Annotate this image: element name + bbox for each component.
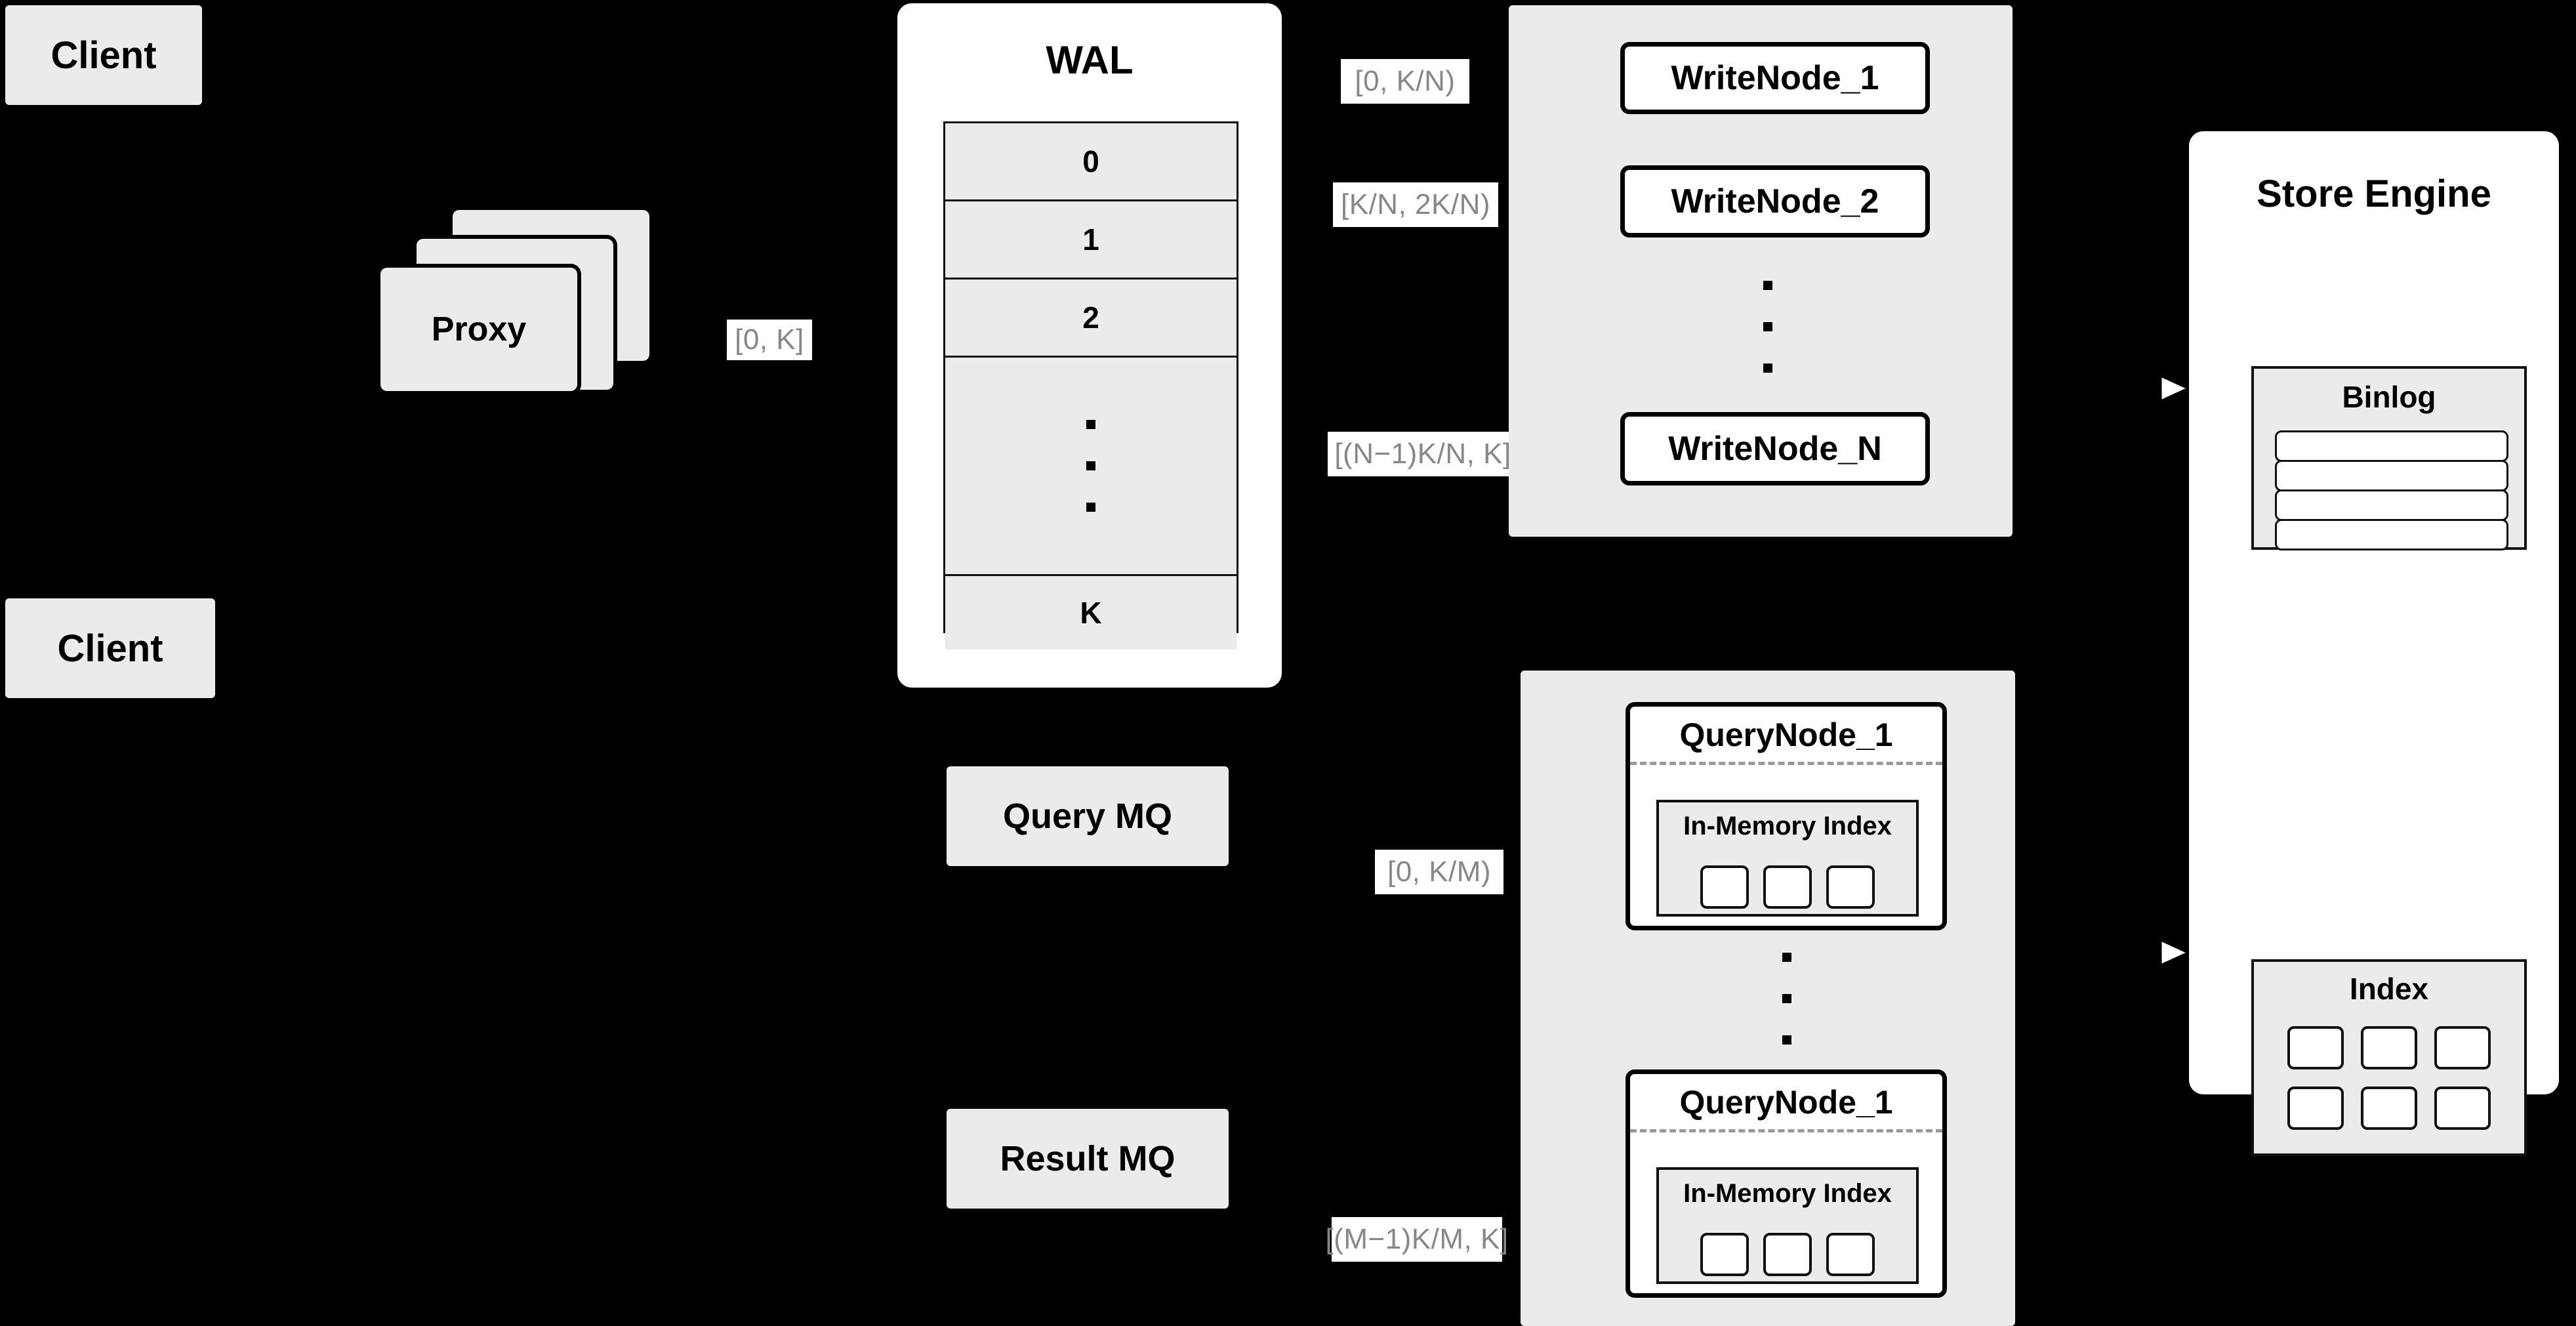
query-node-1-index-cell-2[interactable]: [1763, 865, 1812, 909]
write-node-2-label: WriteNode_2: [1671, 182, 1879, 220]
write-node-panel: WriteNode_1 WriteNode_2 WriteNode_N: [1509, 5, 2013, 537]
query-mq-label: Query MQ: [1002, 797, 1173, 836]
label-proxy-to-wal-text: [0, K]: [735, 323, 804, 356]
label-write-2-text: [K/N, 2K/N): [1341, 188, 1490, 220]
query-node-1-index-title: In-Memory Index: [1683, 812, 1892, 840]
result-mq-box[interactable]: Result MQ: [947, 1109, 1229, 1209]
proxy-layer-front[interactable]: Proxy: [380, 268, 577, 391]
client-label-1: Client: [51, 33, 157, 77]
arrow-index-open-head-icon: [2157, 934, 2197, 971]
index-cell-3[interactable]: [2434, 1026, 2491, 1069]
label-write-1-text: [0, K/N): [1355, 65, 1456, 97]
write-node-n-label: WriteNode_N: [1668, 430, 1882, 468]
query-node-1[interactable]: QueryNode_1 In-Memory Index: [1625, 702, 1947, 930]
client-label-2: Client: [57, 627, 163, 670]
write-node-ellipsis-icon: [1761, 281, 1774, 373]
wal-panel: WAL 0 1 2 K: [897, 3, 1282, 688]
label-write-n: [(N−1)K/N, K]: [1328, 432, 1518, 476]
arrow-binlog-open-head-icon: [2157, 370, 2197, 407]
label-write-n-text: [(N−1)K/N, K]: [1334, 438, 1511, 470]
index-cell-5[interactable]: [2361, 1087, 2417, 1130]
wal-row-0[interactable]: 0: [945, 123, 1237, 201]
binlog-row-2[interactable]: [2275, 460, 2508, 491]
arrow-index-line: [2127, 950, 2161, 955]
wal-ellipsis-icon: [1086, 420, 1095, 512]
binlog-box: Binlog: [2251, 366, 2527, 550]
wal-row-K[interactable]: K: [945, 576, 1237, 650]
index-cell-4[interactable]: [2287, 1087, 2344, 1130]
label-query-1-text: [0, K/M): [1387, 856, 1492, 888]
query-node-m-index-cell-1[interactable]: [1700, 1233, 1749, 1276]
query-node-m-title: QueryNode_1: [1679, 1084, 1893, 1121]
binlog-row-4[interactable]: [2275, 519, 2508, 550]
query-node-1-title: QueryNode_1: [1679, 716, 1893, 753]
index-title: Index: [2349, 972, 2429, 1006]
wal-cell-0: 0: [1082, 144, 1099, 178]
query-node-m-separator: [1630, 1129, 1942, 1132]
store-engine-title: Store Engine: [2257, 173, 2491, 215]
wal-row-1[interactable]: 1: [945, 201, 1237, 280]
query-node-m[interactable]: QueryNode_1 In-Memory Index: [1625, 1069, 1947, 1298]
client-box-1[interactable]: Client: [5, 5, 202, 105]
query-node-m-index-cell-2[interactable]: [1763, 1233, 1812, 1276]
query-node-m-inmemory-index: In-Memory Index: [1656, 1167, 1919, 1284]
index-cell-2[interactable]: [2361, 1026, 2417, 1069]
query-node-1-inmemory-index: In-Memory Index: [1656, 800, 1919, 917]
result-mq-label: Result MQ: [1000, 1139, 1176, 1178]
index-cell-6[interactable]: [2434, 1087, 2491, 1130]
query-node-ellipsis-icon: [1780, 953, 1793, 1045]
query-node-m-index-title: In-Memory Index: [1683, 1179, 1892, 1208]
query-node-1-index-cell-3[interactable]: [1826, 865, 1875, 909]
label-write-1: [0, K/N): [1341, 59, 1469, 104]
label-query-1: [0, K/M): [1375, 850, 1503, 894]
write-node-n[interactable]: WriteNode_N: [1620, 412, 1930, 486]
label-query-m: [(M−1)K/M, K]: [1325, 1217, 1508, 1262]
query-node-1-index-cell-1[interactable]: [1700, 865, 1749, 909]
query-node-panel: QueryNode_1 In-Memory Index QueryNode_1 …: [1521, 671, 2015, 1326]
binlog-row-3[interactable]: [2275, 489, 2508, 521]
client-box-2[interactable]: Client: [5, 598, 215, 698]
arrow-binlog-line: [2127, 386, 2161, 390]
query-node-m-index-cell-3[interactable]: [1826, 1233, 1875, 1276]
query-node-1-separator: [1630, 762, 1942, 765]
binlog-title: Binlog: [2342, 380, 2436, 414]
write-node-1-label: WriteNode_1: [1671, 59, 1879, 97]
proxy-stack[interactable]: Proxy: [380, 210, 669, 433]
store-engine-panel: Store Engine Binlog Index: [2189, 131, 2559, 1156]
index-cell-1[interactable]: [2287, 1026, 2344, 1069]
index-box: Index: [2251, 959, 2527, 1156]
proxy-label: Proxy: [431, 310, 527, 348]
label-write-2: [K/N, 2K/N): [1333, 182, 1498, 227]
wal-cell-K: K: [1080, 596, 1102, 630]
wal-cell-2: 2: [1082, 300, 1099, 335]
wal-row-2[interactable]: 2: [945, 280, 1237, 358]
label-proxy-to-wal: [0, K]: [727, 320, 812, 360]
wal-cell-1: 1: [1082, 222, 1099, 257]
binlog-row-1[interactable]: [2275, 430, 2508, 462]
wal-row-ellipsis: [945, 358, 1237, 576]
label-query-m-text: [(M−1)K/M, K]: [1325, 1223, 1509, 1255]
wal-title: WAL: [1046, 38, 1134, 82]
write-node-2[interactable]: WriteNode_2: [1620, 165, 1930, 238]
write-node-1[interactable]: WriteNode_1: [1620, 42, 1930, 114]
query-mq-box[interactable]: Query MQ: [947, 766, 1229, 866]
wal-table: 0 1 2 K: [943, 121, 1238, 650]
